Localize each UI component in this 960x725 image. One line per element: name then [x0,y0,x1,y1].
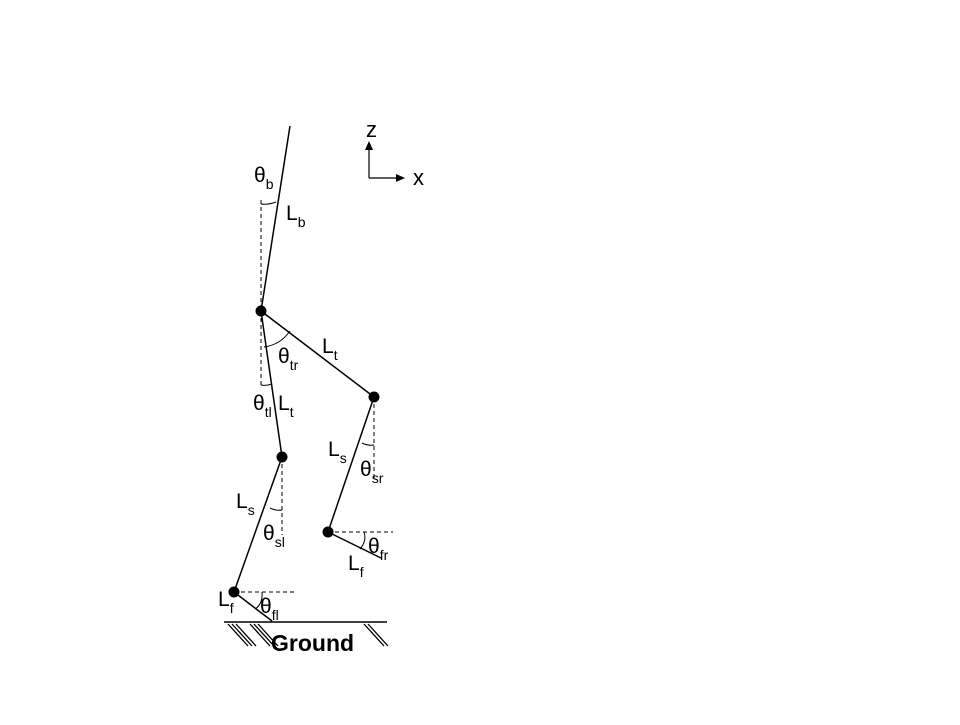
right-thigh-segment [260,310,375,398]
body-angle-arc [260,201,277,205]
length-labels: Lb Lt Lt Ls Ls Lf Lf [218,202,364,616]
body-length-label: Lb [286,202,306,230]
right-knee-joint [368,391,380,403]
left-shank-segment [233,456,283,593]
left-shank-angle-arc [269,507,283,511]
right-foot-length-label: Lf [348,552,364,580]
left-foot-segment [233,591,273,622]
left-ankle-joint [228,586,240,598]
angle-arcs [254,201,375,610]
x-arrowhead [396,174,405,182]
coordinate-frame: z x [365,117,424,190]
joints [228,305,380,598]
right-shank-length-label: Ls [328,438,347,466]
right-thigh-length-label: Lt [322,335,338,363]
left-foot-angle-label: θfl [260,595,279,623]
left-thigh-angle-arc [260,383,273,386]
left-foot-length-label: Lf [218,588,234,616]
x-axis-label: x [413,165,424,190]
reference-lines [234,200,393,593]
right-thigh-angle-label: θtr [278,345,299,373]
left-knee-joint [276,451,288,463]
right-thigh-angle-arc [263,330,291,348]
body-angle-label: θb [254,164,274,192]
angle-labels: θb θtr θtl θsr θsl θfr θfl [253,164,389,623]
right-shank-segment [327,396,375,533]
z-axis-label: z [366,117,377,142]
hip-joint [255,305,267,317]
left-shank-angle-label: θsl [263,522,285,550]
segments [233,125,382,622]
left-shank-length-label: Ls [236,490,255,518]
ground-label: Ground [271,630,354,656]
left-foot-angle-arc [254,591,263,610]
ground: Ground [224,621,389,656]
right-shank-angle-label: θsr [360,458,384,486]
right-foot-segment [327,531,382,559]
right-foot-angle-label: θfr [368,535,389,563]
right-foot-angle-arc [359,531,366,550]
right-ankle-joint [322,526,334,538]
right-shank-angle-arc [361,442,375,446]
z-arrowhead [365,141,373,150]
body-segment [260,125,291,312]
left-thigh-angle-label: θtl [253,392,272,420]
ground-hatching [227,623,389,647]
left-thigh-length-label: Lt [278,392,294,420]
